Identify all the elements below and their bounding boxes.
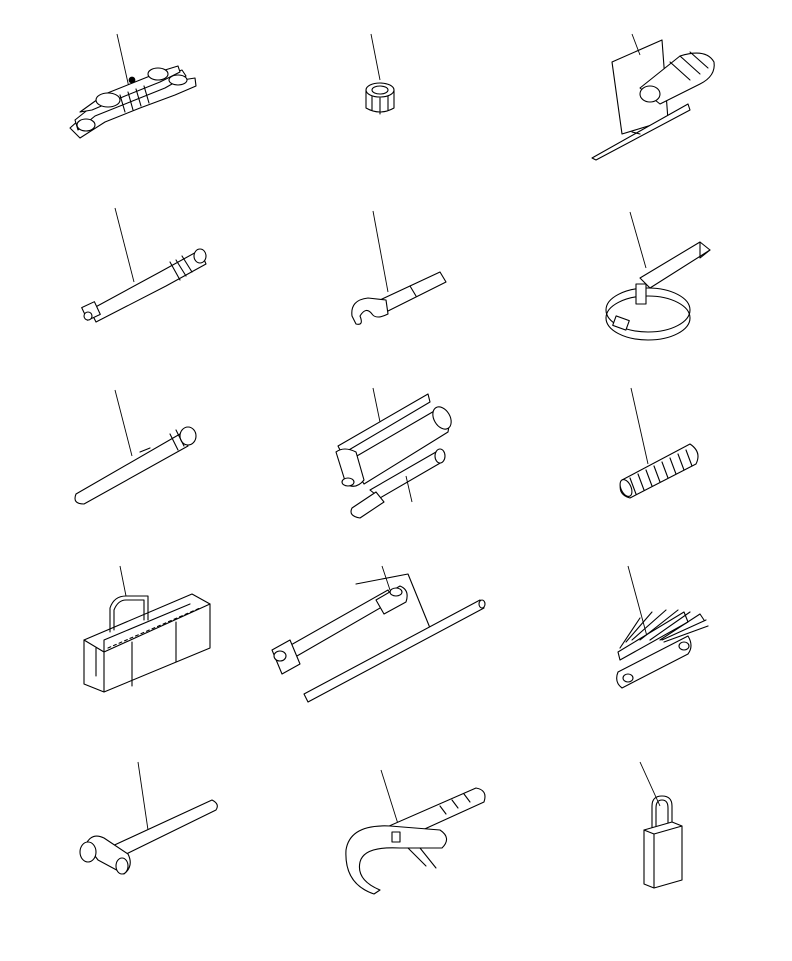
leader-line [627,565,649,641]
leader-line [380,769,399,825]
label-tag [355,573,431,629]
open-end-wrench-icon [351,210,447,325]
feeler-gauge-icon [616,565,709,689]
socket-icon [365,33,395,115]
torque-wrench-icon [81,207,207,323]
tool-bag-icon [83,565,211,693]
leader-line [631,33,641,56]
grease-gun-icon [335,387,452,519]
leader-line [114,207,135,283]
box-wrench-with-bar-icon [271,565,486,703]
leader-line [630,387,649,465]
filter-band-wrench-icon [605,211,711,341]
ball-peen-hammer-icon [79,761,218,875]
leader-line [372,387,381,423]
leader-line [405,475,413,503]
leader-line [137,761,149,831]
leader-line [629,211,647,269]
hook-spanner-wrench-icon [345,769,486,895]
padlock-icon [639,761,683,889]
screwdriver-icon [591,33,715,161]
leader-line [116,33,131,93]
leader-line [639,761,661,807]
leader-line [119,565,127,597]
combination-wrench-set-icon [69,33,197,139]
leader-line [114,389,133,457]
threaded-rod-icon [619,387,699,499]
leader-line [370,33,381,81]
leader-line [372,210,389,293]
pin-punch-icon [74,389,197,505]
